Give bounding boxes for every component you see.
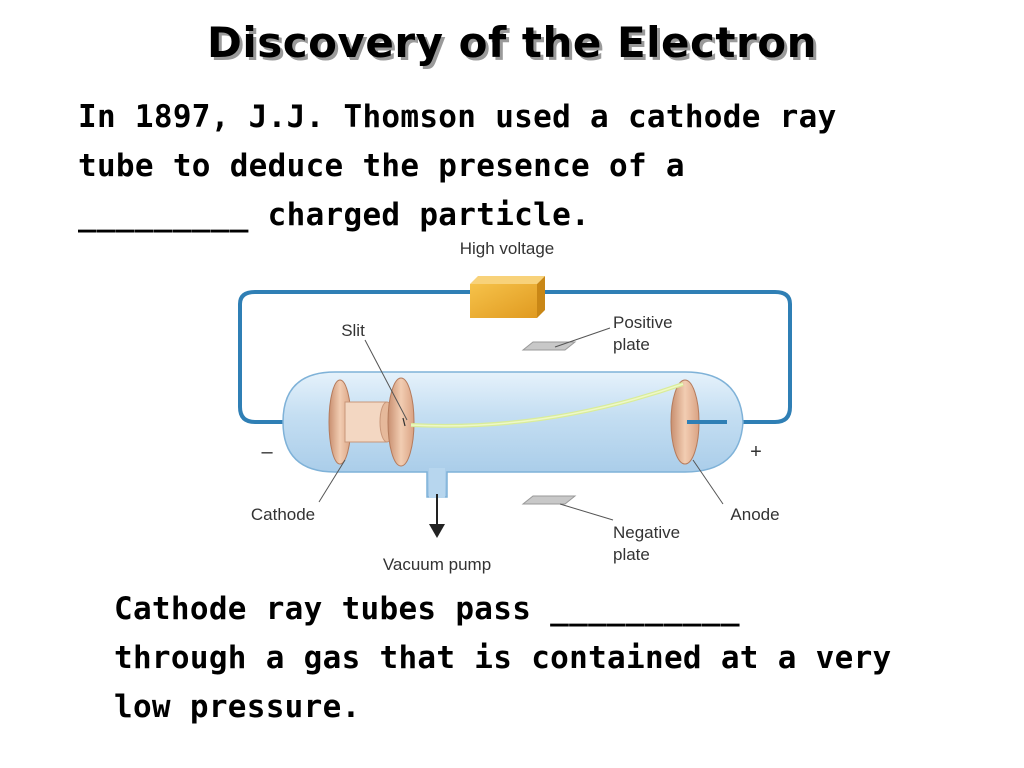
intro-line: _________ charged particle. — [78, 197, 591, 233]
positive-plate-label: Positive — [613, 313, 673, 332]
pump-arrow-icon — [429, 524, 445, 538]
body-line: through a gas that is contained at a ver… — [114, 640, 892, 676]
slit-label: Slit — [341, 321, 365, 340]
cathode-label: Cathode — [251, 505, 315, 524]
plus-sign: + — [750, 441, 762, 463]
high-voltage-source — [470, 276, 545, 318]
negative-plate — [521, 495, 577, 505]
positive-plate-label: plate — [613, 335, 650, 354]
cathode-ray-tube-diagram: High voltage Slit P — [215, 232, 815, 582]
body-paragraph: Cathode ray tubes pass __________ throug… — [114, 585, 994, 732]
positive-plate — [521, 341, 577, 351]
anode-label: Anode — [730, 505, 779, 524]
negative-plate-label: Negative — [613, 523, 680, 542]
vacuum-pump-label: Vacuum pump — [383, 555, 491, 574]
intro-line: In 1897, J.J. Thomson used a cathode ray — [78, 99, 837, 135]
body-line: Cathode ray tubes pass __________ — [114, 591, 740, 627]
intro-paragraph: In 1897, J.J. Thomson used a cathode ray… — [78, 93, 958, 240]
high-voltage-label: High voltage — [460, 239, 555, 258]
slide-title: Discovery of the Electron — [207, 18, 817, 67]
slit-disk — [387, 377, 415, 467]
minus-sign: – — [261, 441, 273, 463]
body-line: low pressure. — [114, 689, 361, 725]
intro-line: tube to deduce the presence of a — [78, 148, 685, 184]
negative-plate-label: plate — [613, 545, 650, 564]
